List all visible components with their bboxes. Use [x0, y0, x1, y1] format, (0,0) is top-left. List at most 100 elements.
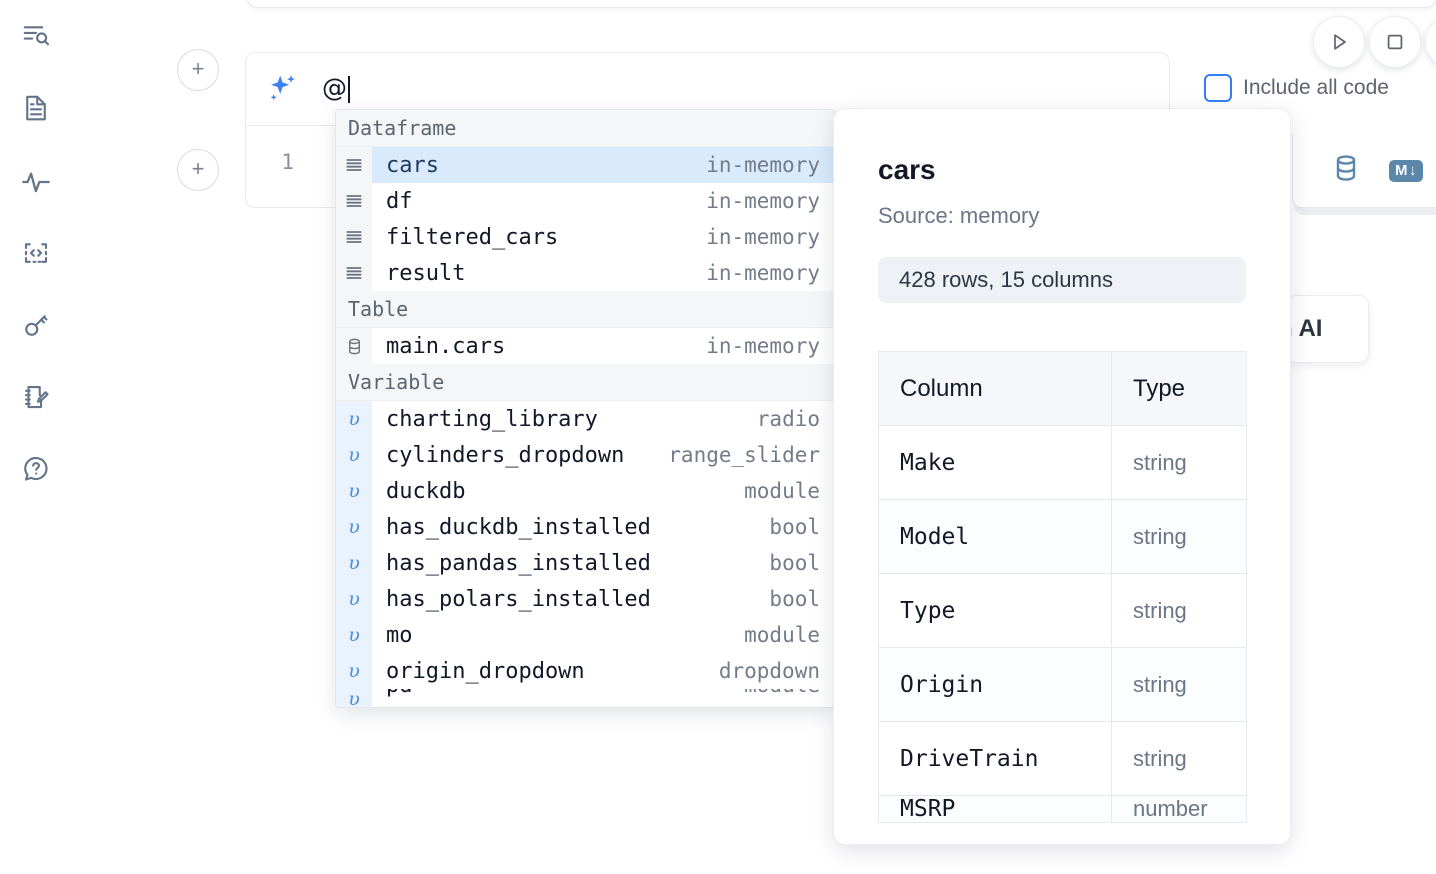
autocomplete-section-header: Dataframe — [336, 110, 834, 147]
info-col-header-type: Type — [1111, 351, 1247, 426]
variable-icon: υ — [336, 509, 372, 545]
autocomplete-item-kind: in-memory — [706, 334, 820, 358]
info-column-type: string — [1111, 647, 1247, 722]
cell-output-toolbar: M↓ — [1292, 134, 1436, 208]
previous-cell — [247, 0, 1436, 8]
autocomplete-item-label: has_pandas_installed — [386, 550, 651, 576]
ai-suggestion-chip-label: h AI — [1288, 315, 1323, 342]
info-column-type: number — [1111, 795, 1247, 823]
ai-sparkles-icon — [266, 72, 300, 106]
info-column-type: string — [1111, 425, 1247, 500]
markdown-icon-label: M — [1395, 161, 1408, 179]
autocomplete-item-label: result — [386, 260, 466, 286]
table-database-icon — [336, 328, 372, 364]
more-actions-button[interactable] — [1425, 16, 1436, 68]
info-column-name: DriveTrain — [878, 721, 1112, 796]
line-number: 1 — [281, 150, 294, 174]
ai-prompt-input[interactable]: @ — [322, 72, 347, 102]
autocomplete-item-label: mo — [386, 622, 413, 648]
add-cell-above-label: + — [191, 56, 205, 81]
autocomplete-item-label: main.cars — [386, 333, 506, 359]
autocomplete-item-label: df — [386, 188, 413, 214]
info-column-type: string — [1111, 573, 1247, 648]
info-column-name: Model — [878, 499, 1112, 574]
autocomplete-item-label: charting_library — [386, 406, 598, 432]
autocomplete-item[interactable]: υpdmodule — [336, 689, 834, 707]
autocomplete-item[interactable]: main.cars in-memory — [336, 328, 834, 364]
info-shape-badge: 428 rows, 15 columns — [878, 257, 1246, 303]
include-all-code-checkbox[interactable] — [1204, 74, 1232, 102]
autocomplete-item-label: pd — [386, 689, 413, 698]
info-table-header-row: Column Type — [878, 351, 1247, 426]
variable-icon: υ — [336, 653, 372, 689]
activity-pulse-icon[interactable] — [14, 160, 58, 204]
info-col-header-column: Column — [878, 351, 1112, 426]
variable-icon: υ — [336, 581, 372, 617]
variable-icon: υ — [336, 689, 372, 707]
dataframe-info-popover: cars Source: memory 428 rows, 15 columns… — [833, 108, 1291, 845]
autocomplete-item[interactable]: υ charting_library radio — [336, 401, 834, 437]
document-icon[interactable] — [14, 86, 58, 130]
autocomplete-item-label: cylinders_dropdown — [386, 442, 625, 468]
code-snippet-icon[interactable] — [14, 231, 58, 275]
variable-icon: υ — [336, 473, 372, 509]
autocomplete-item-kind: bool — [769, 587, 820, 611]
autocomplete-item-kind: dropdown — [718, 659, 820, 683]
autocomplete-item[interactable]: υ has_pandas_installed bool — [336, 545, 834, 581]
dataframe-icon — [336, 219, 372, 255]
autocomplete-item-label: has_duckdb_installed — [386, 514, 651, 540]
autocomplete-item[interactable]: df in-memory — [336, 183, 834, 219]
add-cell-below-button[interactable]: + — [177, 149, 219, 191]
ai-suggestion-chip[interactable]: h AI — [1287, 295, 1369, 363]
variable-icon: υ — [336, 401, 372, 437]
autocomplete-item[interactable]: υ origin_dropdown dropdown — [336, 653, 834, 689]
autocomplete-item-kind: in-memory — [706, 225, 820, 249]
include-all-code-row[interactable]: Include all code — [1204, 74, 1389, 102]
help-chat-icon[interactable] — [14, 447, 58, 491]
add-cell-above-button[interactable]: + — [177, 49, 219, 91]
info-title: cars — [878, 154, 936, 185]
dataframe-icon — [336, 147, 372, 183]
autocomplete-item-label: origin_dropdown — [386, 658, 585, 684]
markdown-icon[interactable]: M↓ — [1389, 159, 1423, 182]
info-source: Source: memory — [878, 203, 1040, 228]
info-column-type: string — [1111, 721, 1247, 796]
variable-icon: υ — [336, 437, 372, 473]
file-explorer-search-icon[interactable] — [14, 14, 58, 58]
notebook-edit-icon[interactable] — [14, 375, 58, 419]
autocomplete-item-label: duckdb — [386, 478, 466, 504]
autocomplete-item-kind: module — [744, 479, 820, 503]
include-all-code-label: Include all code — [1243, 76, 1389, 99]
stop-cell-button[interactable] — [1369, 16, 1421, 68]
add-cell-below-label: + — [191, 156, 205, 181]
run-cell-button[interactable] — [1313, 16, 1365, 68]
variable-icon: υ — [336, 617, 372, 653]
autocomplete-item-kind: in-memory — [706, 153, 820, 177]
autocomplete-item-kind: module — [744, 623, 820, 647]
autocomplete-item-kind: bool — [769, 551, 820, 575]
dataframe-icon — [336, 183, 372, 219]
autocomplete-item-kind: radio — [756, 407, 820, 431]
autocomplete-item-kind: in-memory — [706, 189, 820, 213]
info-column-name: Type — [878, 573, 1112, 648]
left-icon-rail — [0, 0, 72, 874]
database-icon[interactable] — [1331, 153, 1361, 188]
variable-icon: υ — [336, 545, 372, 581]
key-icon[interactable] — [14, 303, 58, 347]
